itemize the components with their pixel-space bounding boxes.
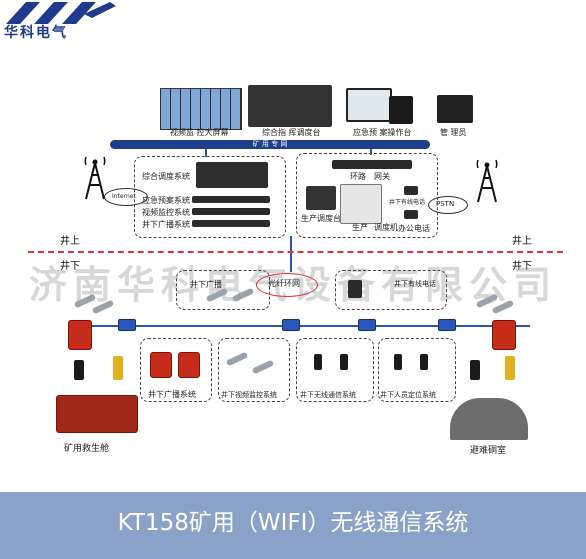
dispatch-desk-label: 综合指 挥调度台 — [262, 128, 321, 137]
link-bus-left — [205, 149, 207, 157]
locator-tag-1 — [394, 354, 402, 370]
rack-server-label: 管 理员 — [440, 128, 467, 137]
switch-1 — [118, 319, 136, 331]
console-monitor — [346, 88, 392, 122]
dispatch-console-icon — [306, 186, 336, 210]
link-bus-center — [370, 149, 372, 155]
above-ground-left: 井上 — [60, 236, 80, 247]
ring-switch — [332, 160, 412, 169]
wireless-phone-2 — [340, 354, 348, 370]
system-title: KT158矿用（WIFI）无线通信系统 — [117, 510, 469, 536]
ring-switch-label: 环路 — [350, 172, 366, 181]
above-ground-right: 井上 — [512, 236, 532, 247]
wired-phone-icon — [404, 186, 418, 195]
broadcast-subsystem-box — [140, 338, 212, 402]
internet-cloud — [104, 188, 148, 206]
left-locator — [113, 356, 123, 380]
video-subsystem-box — [218, 338, 290, 402]
switch-2 — [282, 319, 300, 331]
below-ground-right: 井下 — [512, 261, 532, 272]
left-item-1: 应急预案系统 — [142, 196, 190, 205]
below-ground-left: 井下 — [60, 261, 80, 272]
refuge-chamber — [450, 398, 528, 440]
optical-ring — [256, 273, 318, 297]
pstn-cloud — [428, 196, 468, 214]
underground-backbone — [70, 325, 530, 327]
company-logo-text: 华科电气 — [4, 25, 68, 41]
left-item-2: 视频监控系统 — [142, 208, 190, 217]
switch-4 — [438, 319, 456, 331]
upper-systems-box — [134, 156, 286, 238]
right-locator — [505, 356, 515, 380]
video-wall — [160, 88, 242, 130]
right-wireless-tower-icon — [476, 159, 498, 203]
ground-line — [28, 251, 563, 253]
wired-phone-small-box — [335, 270, 447, 310]
right-red-speaker — [492, 320, 516, 350]
emergency-console-label: 应急预 案操作台 — [353, 128, 412, 137]
sub-positioning-label: 井下人员定位系统 — [380, 391, 436, 399]
emergency-server — [192, 196, 270, 203]
switch-3 — [358, 319, 376, 331]
internet-label: Internet — [112, 193, 136, 200]
video-wall-label: 视频监 控大屏幕 — [170, 128, 229, 137]
dispatch-systems-box — [296, 153, 438, 238]
office-phone-icon — [404, 210, 418, 219]
positioning-subsystem-box — [378, 338, 456, 402]
title-banner — [0, 492, 586, 559]
video-server — [192, 208, 270, 215]
production-phone-label: 生产 — [352, 223, 368, 232]
broadcast-speaker-1 — [150, 352, 172, 378]
sub-video-label: 井下视频监控系统 — [221, 391, 277, 399]
wireless-phone-1 — [314, 354, 322, 370]
gateway-label: 网关 — [374, 172, 390, 181]
underground-phone — [348, 280, 362, 298]
rescue-cabin — [56, 395, 138, 433]
wireless-subsystem-box — [296, 338, 374, 402]
left-item-3: 井下广播系统 — [142, 220, 190, 229]
office-phone-label: 办公电话 — [398, 224, 430, 233]
sub-wireless-label: 井下无线通信系统 — [300, 391, 356, 399]
dispatch-desk — [248, 85, 332, 127]
dispatch-machine — [340, 184, 382, 224]
broadcast-server — [192, 220, 270, 227]
broadcast-small-label: 井下广播 — [190, 280, 222, 289]
company-logo-mark — [6, 2, 116, 24]
dispatch-machine-label: 调度机 — [374, 223, 398, 232]
broadcast-speaker-2 — [178, 352, 200, 378]
link-to-ring — [290, 236, 292, 272]
locator-tag-2 — [420, 354, 428, 370]
wired-phone-label: 井下有线电话 — [389, 199, 426, 206]
refuge-chamber-label: 避难硐室 — [470, 446, 507, 456]
optical-ring-label: 光纤环网 — [268, 279, 300, 288]
left-item-0: 综合调度系统 — [142, 172, 190, 181]
left-handset — [74, 360, 84, 380]
wired-phone-small-label: 井下有线电话 — [394, 280, 436, 288]
left-wireless-tower-icon — [84, 156, 106, 200]
bus-label: 矿 用 专 网 — [252, 140, 288, 148]
mining-network-bus: 矿 用 专 网 — [110, 140, 430, 149]
rack-server — [437, 95, 473, 123]
integrated-dispatch-server — [196, 162, 268, 188]
sub-broadcast-label: 井下广播系统 — [148, 390, 196, 399]
right-handset — [470, 360, 480, 380]
left-red-speaker — [68, 320, 92, 350]
pstn-label: PSTN — [436, 200, 455, 208]
console-pc — [389, 96, 413, 124]
dispatch-console-label: 生产调度台 — [301, 214, 341, 223]
rescue-cabin-label: 矿用救生舱 — [64, 444, 110, 454]
